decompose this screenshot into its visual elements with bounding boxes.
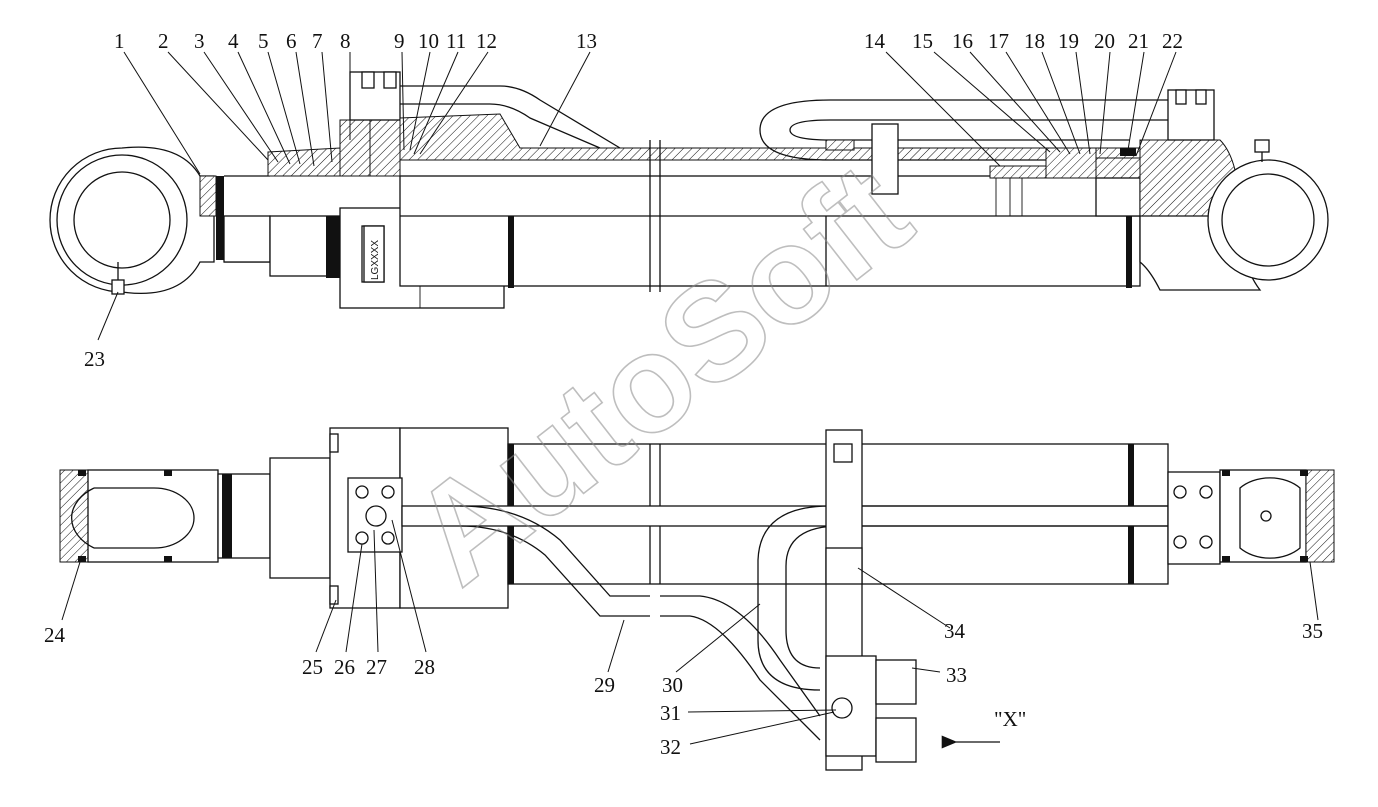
callout-31: 31 [660,701,681,725]
callout-32: 32 [660,735,681,759]
callout-16: 16 [952,29,973,53]
view-label: "X" [994,707,1026,731]
callout-34: 34 [944,619,966,643]
callouts-mid: 23 [84,347,105,371]
callout-10: 10 [418,29,439,53]
top-transfer-tube [400,85,1180,195]
piston-assembly [989,147,1141,217]
left-clevis [59,469,271,563]
callout-23: 23 [84,347,105,371]
nameplate-text: LGXXXX [370,240,381,280]
callout-15: 15 [912,29,933,53]
callout-11: 11 [446,29,466,53]
callout-2: 2 [158,29,169,53]
callout-13: 13 [576,29,597,53]
callout-6: 6 [286,29,297,53]
tube-30 [757,505,1168,691]
left-rod-eye [49,146,224,295]
callout-17: 17 [988,29,1009,53]
callout-27: 27 [366,655,387,679]
callout-18: 18 [1024,29,1045,53]
callout-3: 3 [194,29,205,53]
callouts-bottom: 24 25 26 27 28 29 30 31 32 33 34 35 "X" [44,619,1323,759]
right-end-cap [1139,89,1329,291]
nameplate: LGXXXX [363,225,385,283]
valve-block [825,655,917,763]
callout-1: 1 [114,29,125,53]
callouts-top: 1 2 3 4 5 6 7 8 9 10 11 12 13 14 15 16 1… [114,29,1183,53]
callout-33: 33 [946,663,967,687]
callout-9: 9 [394,29,405,53]
callout-24: 24 [44,623,66,647]
callout-28: 28 [414,655,435,679]
callout-7: 7 [312,29,323,53]
callout-8: 8 [340,29,351,53]
callout-19: 19 [1058,29,1079,53]
callout-35: 35 [1302,619,1323,643]
callout-29: 29 [594,673,615,697]
callout-12: 12 [476,29,497,53]
callout-5: 5 [258,29,269,53]
leader-lines [61,51,1319,749]
callout-20: 20 [1094,29,1115,53]
callout-14: 14 [864,29,886,53]
cylinder-barrel [399,113,1141,292]
callout-22: 22 [1162,29,1183,53]
callout-4: 4 [228,29,239,53]
callout-30: 30 [662,673,683,697]
callout-26: 26 [334,655,355,679]
piston-rod [223,175,271,263]
top-view: LGXXXX [49,71,1329,309]
right-clevis [1167,469,1335,565]
callout-21: 21 [1128,29,1149,53]
callout-25: 25 [302,655,323,679]
bottom-view [59,427,1335,771]
